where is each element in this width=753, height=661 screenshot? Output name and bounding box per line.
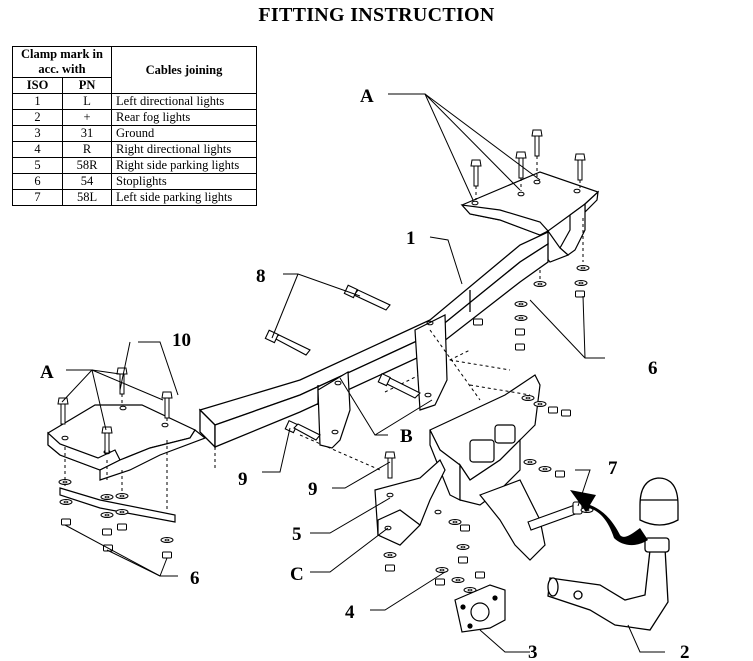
long-bolts bbox=[264, 284, 421, 399]
header-pn: PN bbox=[62, 77, 112, 94]
label-3: 3 bbox=[528, 642, 538, 661]
iso-cell: 7 bbox=[11, 189, 64, 206]
label-6-left: 6 bbox=[190, 568, 200, 589]
bolt-9-left bbox=[284, 419, 321, 441]
pn-cell: 58R bbox=[62, 157, 112, 174]
label-9-middle: 9 bbox=[308, 479, 318, 500]
label-c: C bbox=[290, 564, 304, 585]
label-2: 2 bbox=[680, 642, 690, 661]
label-a-top: A bbox=[360, 86, 374, 107]
leader-lines bbox=[61, 93, 665, 653]
page-title: FITTING INSTRUCTION bbox=[258, 4, 495, 26]
label-10: 10 bbox=[172, 330, 191, 351]
crossbar-dashed-lines bbox=[214, 349, 471, 471]
label-9-left: 9 bbox=[238, 469, 248, 490]
iso-cell: 4 bbox=[11, 141, 64, 158]
header-clamp-mark: Clamp mark in acc. with bbox=[12, 46, 112, 78]
table-subheader-row: ISO PN bbox=[11, 77, 257, 94]
label-5: 5 bbox=[292, 524, 302, 545]
cable-table: Clamp mark in acc. with Cables joining I… bbox=[11, 46, 257, 206]
bolt-9-middle bbox=[384, 451, 396, 479]
cable-cell: Left side parking lights bbox=[111, 189, 257, 206]
label-4: 4 bbox=[345, 602, 355, 623]
label-a-left: A bbox=[40, 362, 54, 383]
left-mounting-plate bbox=[47, 404, 207, 481]
left-plate-support bbox=[59, 487, 176, 523]
label-1: 1 bbox=[406, 228, 416, 249]
callout-labels: A 1 8 10 A 6 B 9 9 7 5 C 6 4 3 2 bbox=[40, 86, 690, 661]
label-8: 8 bbox=[256, 266, 266, 287]
center-dashed-lines bbox=[429, 329, 531, 401]
ball-hitch bbox=[547, 477, 679, 631]
bracket-c bbox=[374, 459, 446, 546]
label-7: 7 bbox=[608, 458, 618, 479]
socket-plate bbox=[454, 584, 506, 633]
install-arrow-icon bbox=[570, 490, 648, 546]
ball-mounting-bolt bbox=[527, 501, 594, 531]
label-b: B bbox=[400, 426, 413, 447]
center-bracket bbox=[429, 374, 546, 561]
label-6-right: 6 bbox=[648, 358, 658, 379]
table-row: 2+Rear fog lights bbox=[11, 109, 257, 126]
cable-cell: Right directional lights bbox=[111, 141, 257, 158]
crossbar-brackets bbox=[317, 314, 448, 449]
cable-cell: Right side parking lights bbox=[111, 157, 257, 174]
cable-cell: Rear fog lights bbox=[111, 109, 257, 126]
